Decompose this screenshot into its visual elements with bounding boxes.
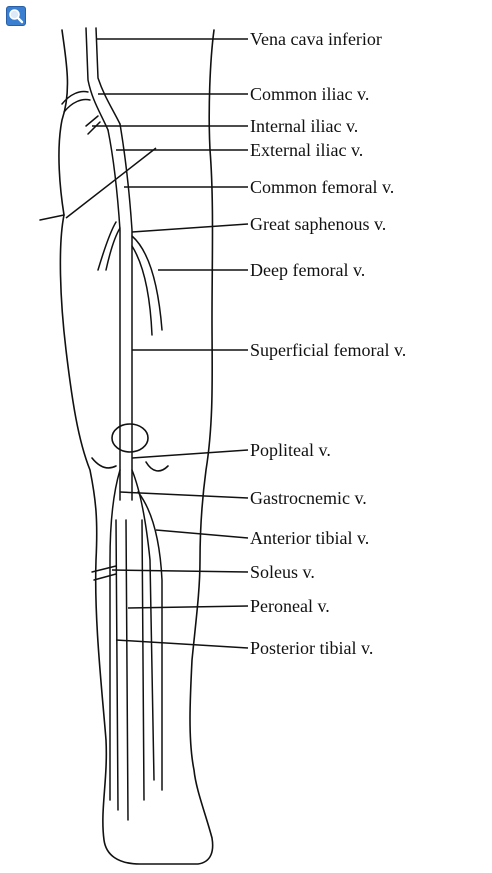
label-great-saphenous: Great saphenous v. [250, 214, 386, 234]
label-common-iliac: Common iliac v. [250, 84, 369, 104]
leader-posterior-tibial [116, 640, 248, 648]
labels: Vena cava inferior Common iliac v. Inter… [250, 29, 406, 658]
leader-soleus [112, 570, 248, 572]
leader-peroneal [128, 606, 248, 608]
label-common-femoral: Common femoral v. [250, 177, 394, 197]
label-superficial-femoral: Superficial femoral v. [250, 340, 406, 360]
label-anterior-tibial: Anterior tibial v. [250, 528, 369, 548]
label-external-iliac: External iliac v. [250, 140, 363, 160]
deep-femoral-vein [132, 236, 162, 330]
label-internal-iliac: Internal iliac v. [250, 116, 358, 136]
external-iliac-crossing-line [66, 148, 156, 218]
internal-iliac-stub-1 [86, 116, 98, 126]
peroneal-vein [126, 520, 128, 820]
leader-anterior-tibial [156, 530, 248, 538]
vena-cava-vein-inner [96, 28, 120, 124]
magnifier-icon [7, 7, 25, 25]
posterior-tibial-vein-2 [142, 520, 144, 800]
popliteal-split-left [110, 470, 120, 800]
leader-popliteal [132, 450, 248, 458]
great-saphenous-vein-2 [106, 228, 120, 270]
label-peroneal: Peroneal v. [250, 596, 330, 616]
leg-outline-left [59, 30, 214, 864]
patella [112, 424, 148, 452]
label-vena-cava-inferior: Vena cava inferior [250, 29, 382, 49]
label-deep-femoral: Deep femoral v. [250, 260, 365, 280]
label-posterior-tibial: Posterior tibial v. [250, 638, 373, 658]
femoral-trunk-right [120, 124, 132, 500]
iliac-branch-lower [64, 100, 90, 113]
knee-crease-right [146, 462, 168, 471]
leader-great-saphenous [132, 224, 248, 232]
leader-lines [66, 39, 248, 648]
label-soleus: Soleus v. [250, 562, 315, 582]
label-popliteal: Popliteal v. [250, 440, 331, 460]
label-gastrocnemic: Gastrocnemic v. [250, 488, 367, 508]
deep-femoral-vein-2 [132, 246, 152, 335]
soleus-stub-2 [94, 574, 116, 580]
knee-crease-left [92, 458, 116, 468]
zoom-button[interactable] [6, 6, 26, 26]
posterior-tibial-vein [116, 520, 118, 810]
hip-contour [40, 215, 64, 220]
